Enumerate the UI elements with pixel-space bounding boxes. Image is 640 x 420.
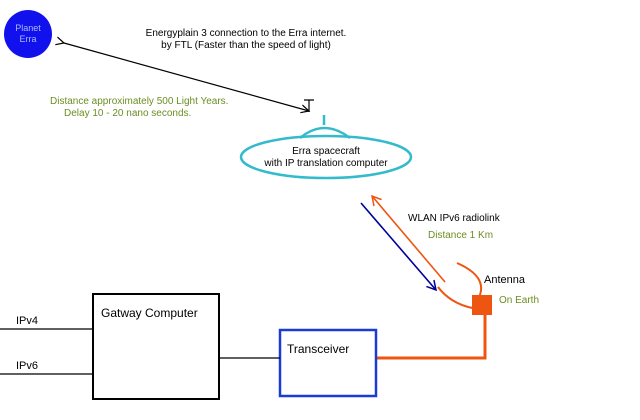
distance-note-line2: Delay 10 - 20 nano seconds. — [64, 108, 192, 119]
ftl-caption-line1: Energyplain 3 connection to the Erra int… — [145, 28, 347, 39]
wlan-label: WLAN IPv6 radiolink — [408, 213, 500, 224]
antenna-dish-left — [437, 286, 473, 309]
antenna-box — [472, 295, 492, 315]
wlan-distance: Distance 1 Km — [428, 230, 494, 241]
ftl-link-arrow — [64, 43, 309, 111]
downlink-arrow — [360, 202, 436, 290]
antenna-cable — [377, 315, 487, 360]
ipv6-label: IPv6 — [16, 360, 39, 372]
spacecraft-caption-line2: with IP translation computer — [264, 158, 388, 169]
transceiver-box — [278, 328, 378, 398]
antenna-location: On Earth — [499, 295, 540, 306]
ftl-caption-line2: by FTL (Faster than the speed of light) — [161, 40, 331, 51]
planet-label: Planet Erra — [6, 23, 50, 45]
uplink-arrow — [372, 196, 446, 283]
gateway-computer-box — [92, 293, 220, 400]
antenna-label: Antenna — [484, 274, 525, 286]
ftl-endpoint-mark — [304, 99, 314, 112]
planet-label-line2: Erra — [19, 34, 37, 44]
distance-note-line1: Distance approximately 500 Light Years. — [50, 96, 229, 107]
ipv4-label: IPv4 — [16, 315, 39, 327]
erra-spacecraft-shape — [239, 115, 413, 180]
ftl-caption: Energyplain 3 connection to the Erra int… — [126, 28, 366, 52]
spacecraft-caption-line1: Erra spacecraft — [292, 146, 360, 157]
planet-erra-circle — [4, 10, 52, 58]
transceiver-label: Transceiver — [287, 342, 350, 356]
distance-note: Distance approximately 500 Light Years. … — [50, 96, 228, 120]
gateway-label: Gatway Computer — [101, 306, 198, 320]
spacecraft-caption: Erra spacecraft with IP translation comp… — [246, 146, 406, 170]
planet-label-line1: Planet — [15, 23, 41, 33]
